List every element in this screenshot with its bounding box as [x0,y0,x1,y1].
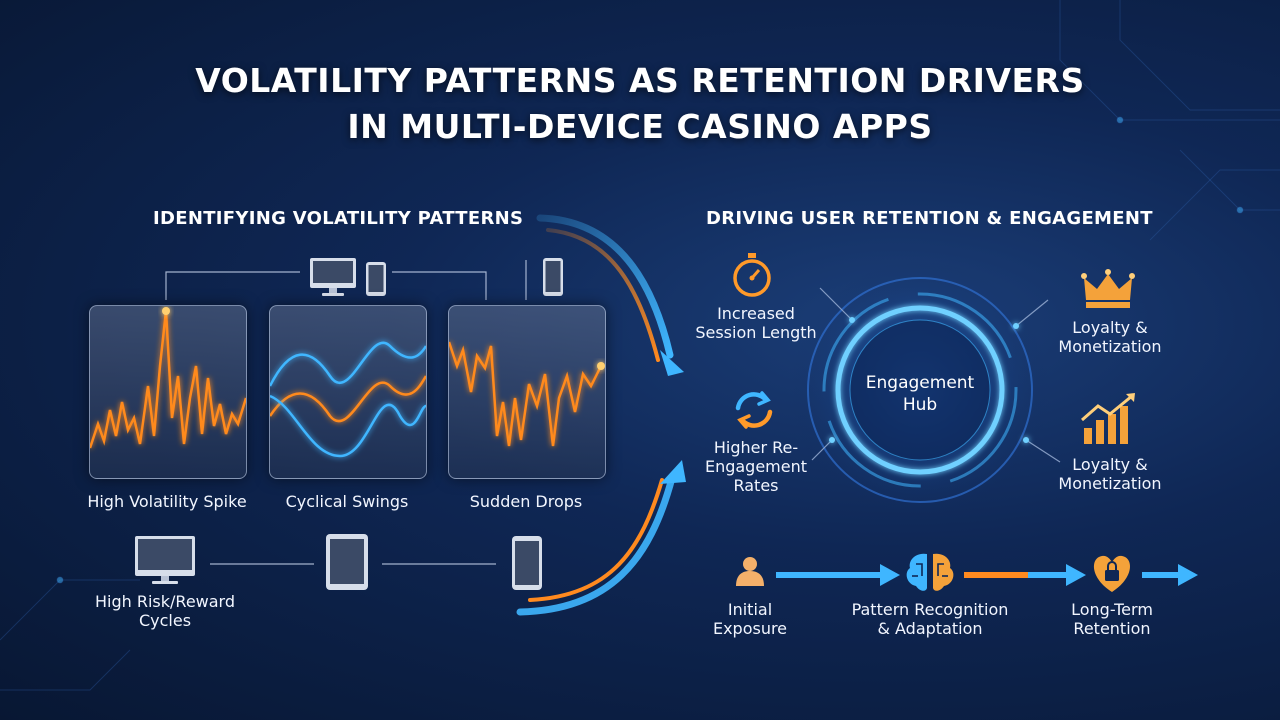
title-line-2: IN MULTI-DEVICE CASINO APPS [347,107,933,146]
label-line: Retention [1073,619,1151,638]
label-line: Cycles [138,611,192,630]
label-line: Increased [717,304,795,323]
label-high-volatility-spike: High Volatility Spike [87,492,247,511]
device-connectors-top [165,260,527,300]
cyclical-line-chart [270,341,426,458]
label-line: Rates [733,476,779,495]
label-cyclical-swings: Cyclical Swings [285,492,409,511]
lock-heart-icon [1093,555,1131,592]
label-line: Loyalty & [1072,455,1148,474]
spike-line-chart [90,307,246,449]
user-icon [736,557,764,586]
desktop-icon [135,536,195,584]
panel-high-volatility-spike [89,305,247,479]
flow-pattern-recognition: Pattern Recognition & Adaptation [840,600,1020,638]
right-section-heading: DRIVING USER RETENTION & ENGAGEMENT [706,208,1153,229]
hub-connectors [811,287,1061,463]
hub-label-line: Hub [902,395,938,415]
growth-chart-icon [1081,393,1135,444]
benefit-session-length: Increased Session Length [686,304,826,342]
label-line: Engagement [704,457,808,476]
flow-arrow-bottom [516,460,686,616]
refresh-icon [735,391,773,429]
flow-initial-exposure: Initial Exposure [690,600,810,638]
label-line: Higher Re- [713,438,799,457]
panel-sudden-drops [448,305,606,479]
engagement-hub [790,260,1050,520]
label-line: Session Length [695,323,817,342]
tablet-icon [326,534,368,590]
hub-label-line: Engagement [865,373,975,393]
phone-icon [366,262,386,296]
stopwatch-icon [733,253,771,297]
hub-label: Engagement Hub [850,372,990,416]
title-line-1: VOLATILITY PATTERNS AS RETENTION DRIVERS [195,61,1085,100]
flow-long-term-retention: Long-Term Retention [1052,600,1172,638]
benefit-loyalty-1: Loyalty & Monetization [1040,318,1180,356]
flow-arrow-top [536,214,684,376]
label-risk-reward-cycles: High Risk/Reward Cycles [80,592,250,630]
label-line: Initial [727,600,773,619]
label-line: Long-Term [1071,600,1153,619]
retention-flow-arrows [776,564,1198,586]
drops-line-chart [449,341,605,447]
label-sudden-drops: Sudden Drops [469,492,583,511]
label-line: High Risk/Reward [95,592,235,611]
page-title: VOLATILITY PATTERNS AS RETENTION DRIVERS… [0,58,1280,150]
brain-icon [906,553,954,591]
phone-icon [543,258,563,296]
label-line: & Adaptation [877,619,983,638]
label-line: Pattern Recognition [851,600,1009,619]
panel-cyclical-swings [269,305,427,479]
label-line: Loyalty & [1072,318,1148,337]
phone-icon [512,536,542,590]
benefit-loyalty-2: Loyalty & Monetization [1040,455,1180,493]
desktop-icon [310,258,356,296]
left-section-heading: IDENTIFYING VOLATILITY PATTERNS [153,208,524,229]
label-line: Monetization [1058,337,1162,356]
label-line: Monetization [1058,474,1162,493]
benefit-reengagement: Higher Re- Engagement Rates [686,438,826,495]
label-line: Exposure [712,619,788,638]
circuit-decoration [0,0,1280,691]
crown-icon [1081,269,1135,308]
